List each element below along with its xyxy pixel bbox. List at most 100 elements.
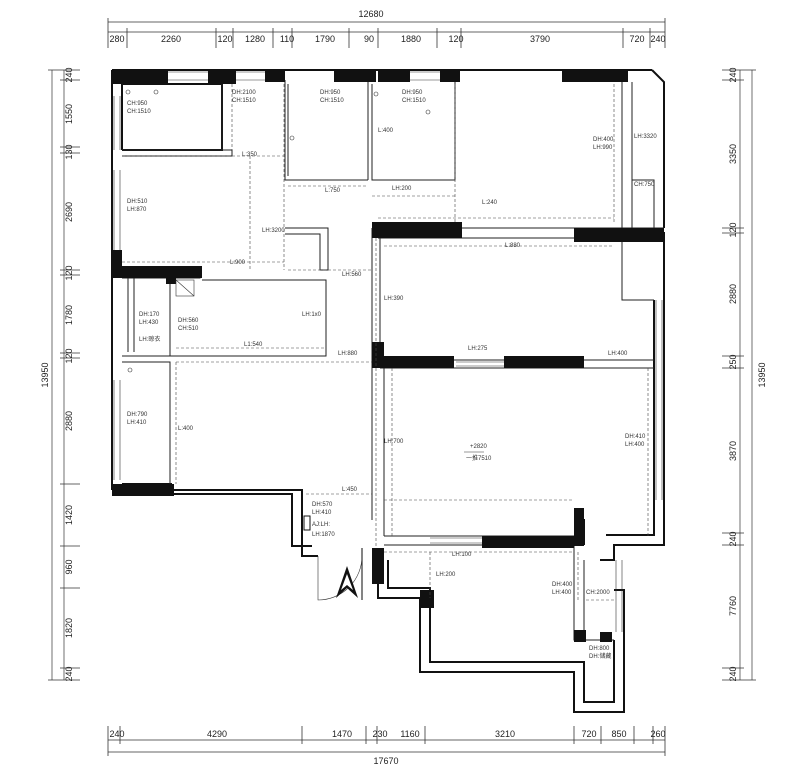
svg-text:+2820: +2820 [470, 444, 488, 450]
svg-text:DH:400: DH:400 [552, 582, 573, 588]
label-lh560: LH:560 [342, 272, 362, 278]
bottom-dim-6: 3210 [495, 729, 515, 739]
top-dim-2: 2260 [161, 34, 181, 44]
outer-walls [111, 69, 665, 713]
svg-text:LH:400: LH:400 [625, 442, 645, 448]
svg-text:LH:990: LH:990 [593, 145, 613, 151]
room-entry-label: DH:570 LH:410 AJ:LH: LH:1870 [312, 502, 335, 538]
right-dimension-chain: 240 3350 120 2880 250 3870 240 7760 240 … [722, 67, 767, 682]
bottom-dim-8: 850 [611, 729, 626, 739]
left-dimension-chain: 13950 240 1550 130 2690 120 1780 120 288… [40, 67, 80, 682]
left-dim-10: 960 [64, 559, 74, 574]
svg-text:LH:410: LH:410 [312, 510, 332, 516]
north-arrow-icon [336, 566, 358, 598]
bottom-dim-9: 260 [650, 729, 665, 739]
label-lh3200: LH:3200 [262, 228, 285, 234]
left-dim-6: 1780 [64, 305, 74, 325]
label-lh390: LH:390 [384, 296, 404, 302]
ceiling-dash-lines [122, 84, 649, 601]
top-dim-8: 1880 [401, 34, 421, 44]
room-d-label: DH:950 CH:1510 [402, 90, 426, 104]
top-dimension-chain: 12680 280 2260 120 1280 110 1790 90 1880… [107, 9, 666, 48]
svg-text:LH:430: LH:430 [139, 320, 159, 326]
label-lh100: LH:100 [452, 552, 472, 558]
svg-text:DH:950: DH:950 [402, 90, 423, 96]
svg-text:DH:410: DH:410 [625, 434, 646, 440]
label-l900: L:900 [230, 260, 246, 266]
svg-text:LH:晾衣: LH:晾衣 [139, 335, 160, 343]
label-l350: L:350 [242, 152, 258, 158]
bottom-dim-1: 240 [109, 729, 124, 739]
right-total-dim: 13950 [757, 362, 767, 387]
bottom-dim-4: 230 [372, 729, 387, 739]
svg-text:AJ:LH:: AJ:LH: [312, 522, 330, 528]
right-dim-1: 240 [728, 67, 738, 82]
svg-text:CH:1510: CH:1510 [320, 98, 344, 104]
svg-text:LH:870: LH:870 [127, 207, 147, 213]
top-dim-3: 120 [217, 34, 232, 44]
svg-text:CH:1510: CH:1510 [232, 98, 256, 104]
label-lh400r: LH:400 [608, 351, 628, 357]
top-dim-10: 3790 [530, 34, 550, 44]
windows [113, 71, 663, 632]
room-b-label: DH:2100 CH:1510 [232, 90, 256, 104]
label-lh700: LH:700 [384, 439, 404, 445]
svg-text:DH:560: DH:560 [178, 318, 199, 324]
solid-wall-blocks [112, 70, 664, 642]
label-ch750: CH:750 [634, 182, 655, 188]
svg-text:DH:510: DH:510 [127, 199, 148, 205]
label-lh3320: LH:3320 [634, 134, 657, 140]
left-dim-11: 1820 [64, 618, 74, 638]
room-balcony-s-label: DH:800 DH:储藏 [589, 646, 611, 660]
left-dim-8: 2880 [64, 411, 74, 431]
svg-text:CH:1510: CH:1510 [127, 109, 151, 115]
room-master-label: DH:400 LH:990 [593, 137, 614, 151]
right-dim-9: 240 [728, 666, 738, 681]
room-kitchen-label: DH:560 CH:510 [178, 318, 199, 332]
label-l240: L:240 [482, 200, 498, 206]
right-dim-5: 250 [728, 354, 738, 369]
left-dim-5: 120 [64, 265, 74, 280]
bottom-dim-7: 720 [581, 729, 596, 739]
bottom-dim-5: 1160 [400, 729, 419, 739]
room-bath-c-label: DH:950 CH:1510 [320, 90, 344, 104]
top-dim-6: 1790 [315, 34, 335, 44]
top-dim-9: 120 [448, 34, 463, 44]
room-living-e-label: DH:410 LH:400 [625, 434, 646, 448]
svg-text:DH:800: DH:800 [589, 646, 610, 652]
room-south-bed-label: DH:400 LH:400 [552, 582, 573, 596]
top-dim-5: 110 [280, 34, 294, 44]
room-labels: CH:950 CH:1510 DH:2100 CH:1510 DH:950 CH… [127, 90, 646, 660]
svg-text:CH:510: CH:510 [178, 326, 199, 332]
left-dim-12: 240 [64, 666, 74, 681]
svg-text:DH:170: DH:170 [139, 312, 160, 318]
label-lh200a: LH:200 [392, 186, 412, 192]
right-dim-8: 7760 [728, 596, 738, 616]
svg-text:DH:2100: DH:2100 [232, 90, 256, 96]
left-dim-2: 1550 [64, 104, 74, 124]
label-lh1x0: LH:1x0 [302, 312, 322, 318]
right-dim-4: 2880 [728, 284, 738, 304]
right-dim-3: 120 [728, 222, 738, 237]
bottom-dimension-chain: 240 4290 1470 230 1160 3210 720 850 260 … [107, 726, 666, 766]
svg-text:一推7510: 一推7510 [466, 454, 492, 462]
svg-text:LH:400: LH:400 [552, 590, 572, 596]
label-l540: L1:540 [244, 342, 263, 348]
entry-door [303, 515, 363, 601]
label-l450: L:450 [342, 487, 358, 493]
bottom-total-dim: 17670 [373, 756, 398, 766]
top-dim-7: 90 [364, 34, 374, 44]
svg-text:DH:950: DH:950 [320, 90, 341, 96]
svg-text:CH:1510: CH:1510 [402, 98, 426, 104]
room-bedroom-nw-label: DH:510 LH:870 [127, 199, 148, 213]
svg-text:DH:790: DH:790 [127, 412, 148, 418]
label-l400b: L:400 [178, 426, 194, 432]
right-dim-2: 3350 [728, 144, 738, 164]
left-total-dim: 13950 [40, 362, 50, 387]
room-dining-w-label: DH:790 LH:410 [127, 412, 148, 426]
room-small-w-label: DH:170 LH:430 LH:晾衣 [139, 312, 160, 343]
left-dim-4: 2690 [64, 202, 74, 222]
right-dim-7: 240 [728, 531, 738, 546]
left-dim-9: 1420 [64, 505, 74, 525]
